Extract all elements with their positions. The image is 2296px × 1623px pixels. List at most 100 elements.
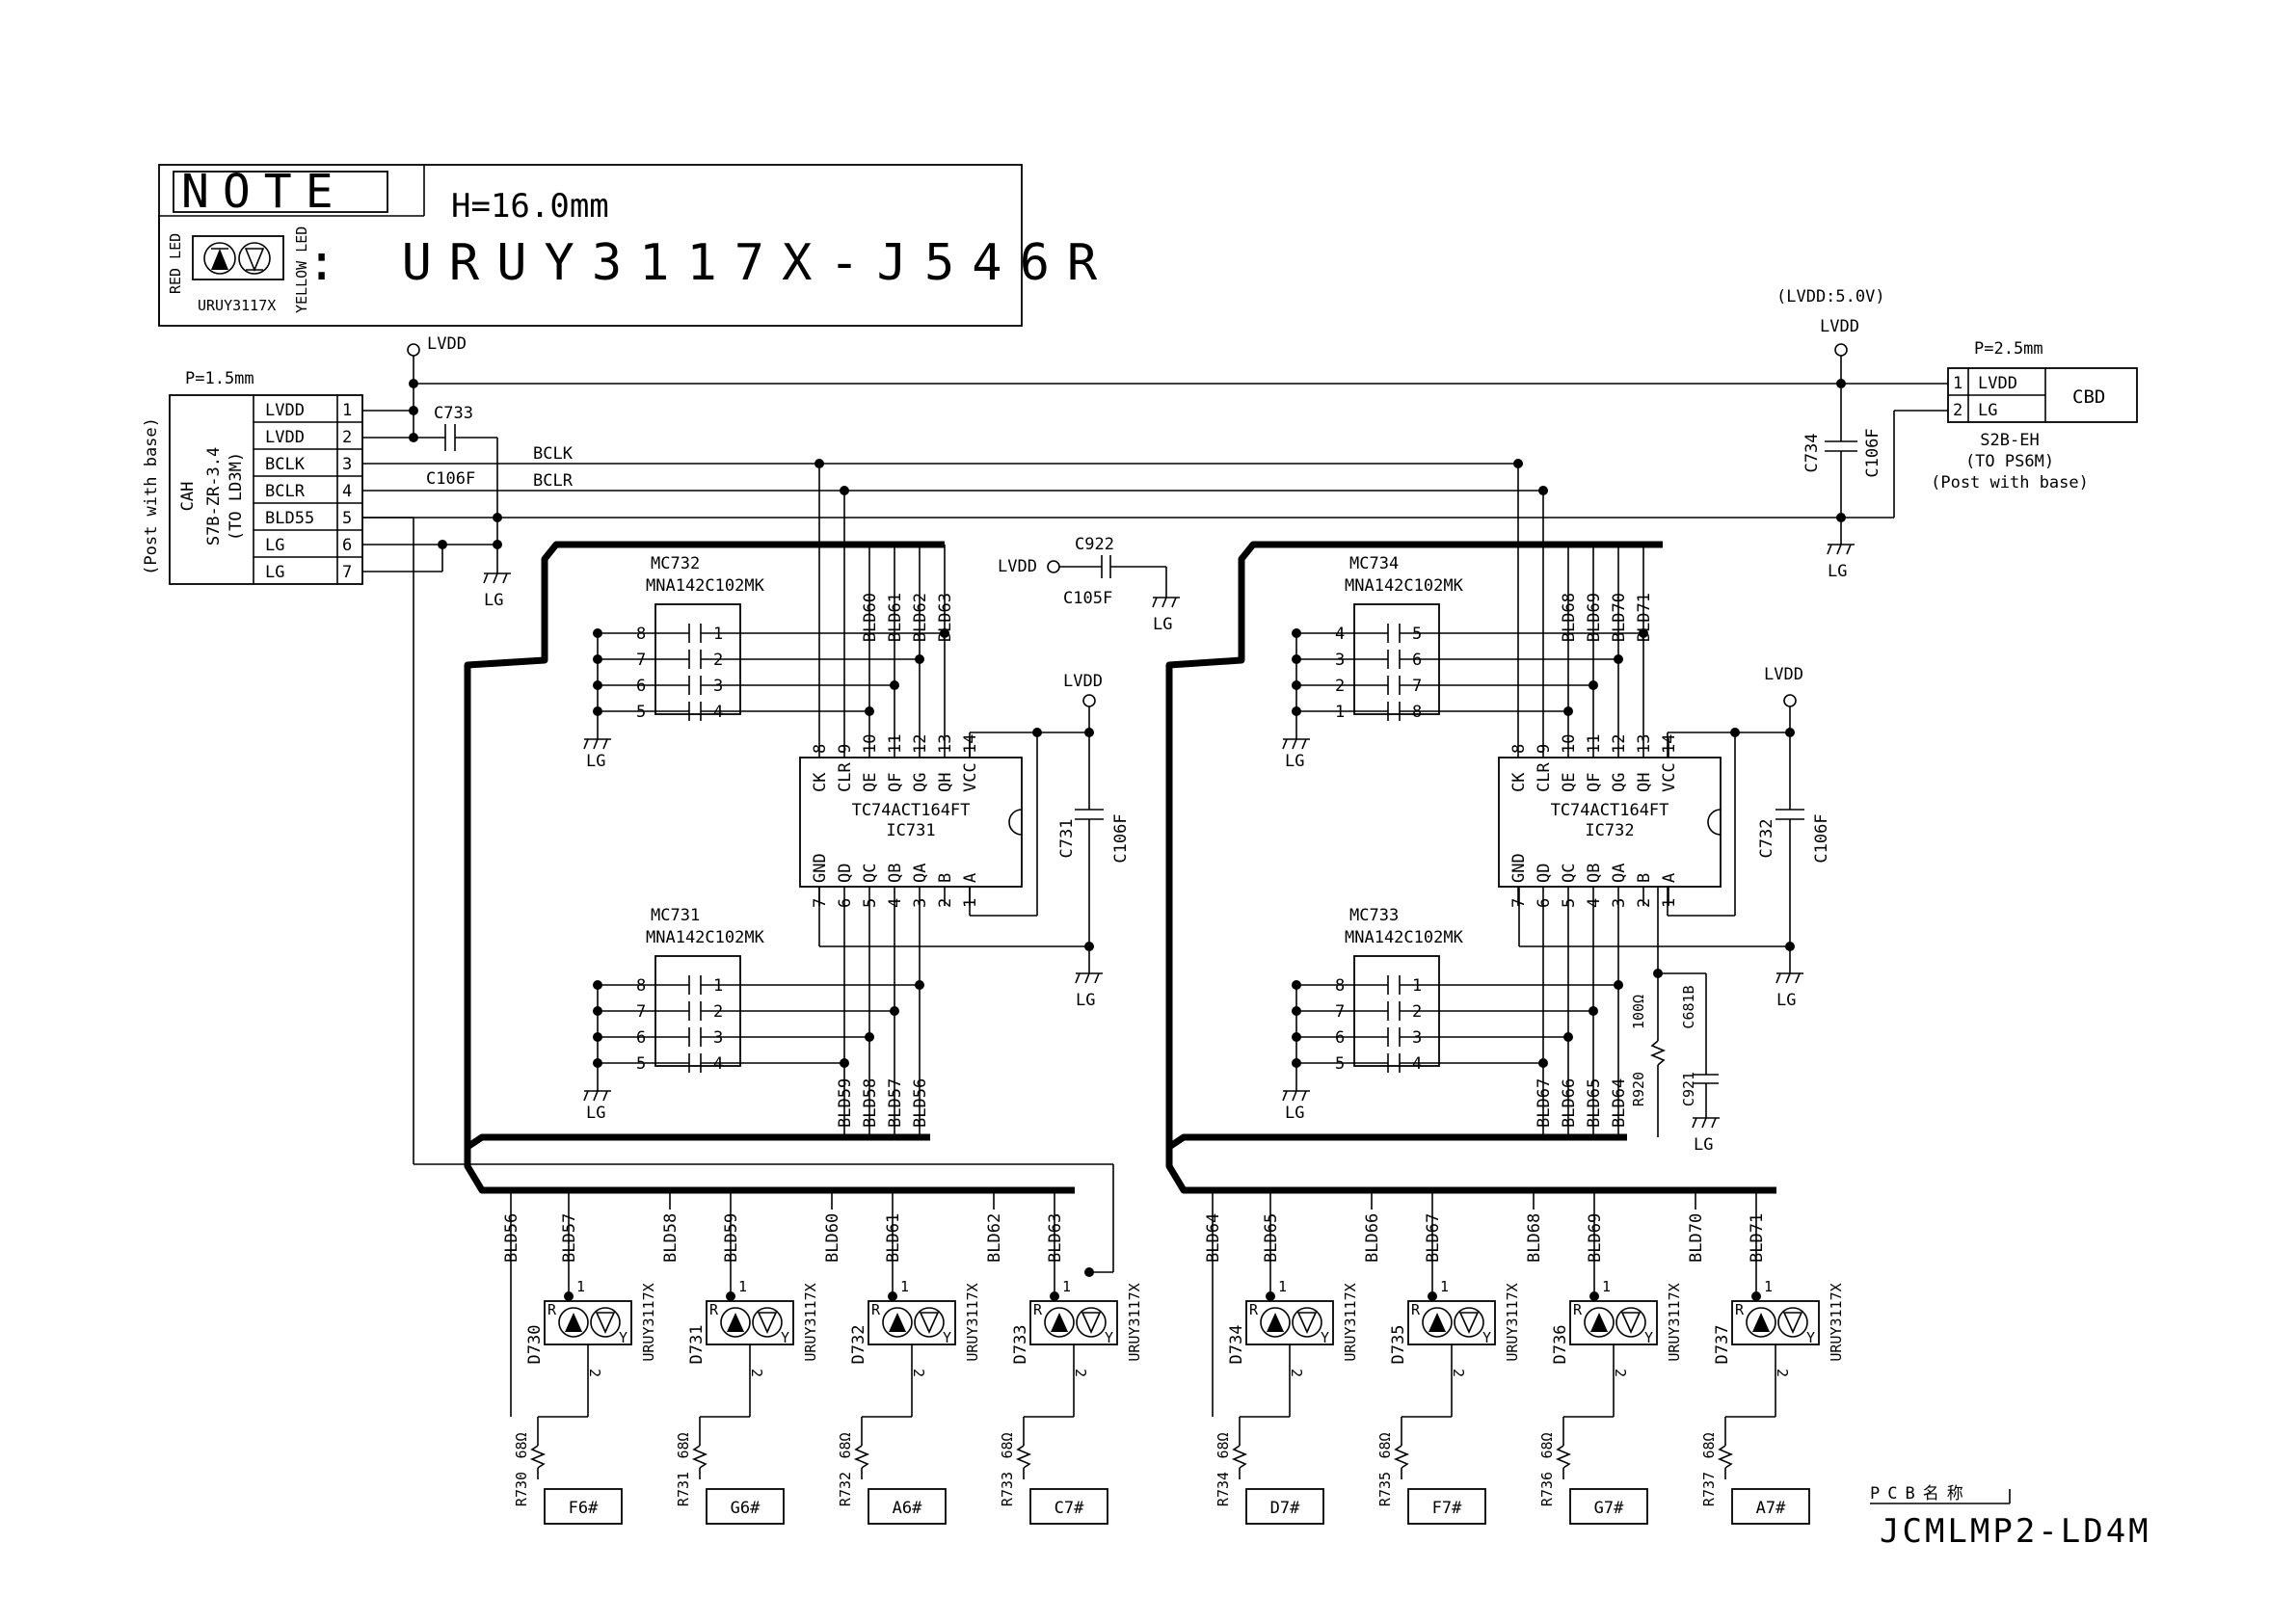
- led-2-pin2: 2: [910, 1369, 927, 1377]
- ic732-name: IC732: [1585, 821, 1634, 840]
- ic731-bottom-pin-7: 7: [811, 898, 830, 908]
- cah-pitch: P=1.5mm: [185, 369, 254, 388]
- cbd-pin2-num: 2: [1953, 401, 1962, 420]
- ic732-top-label-5: QH: [1635, 773, 1654, 792]
- led-0-note: F6#: [569, 1499, 599, 1518]
- ic731-bottom-label-4: QA: [911, 864, 930, 883]
- ic731-top-pin-9: 9: [836, 744, 855, 754]
- array-3-left-pin-2: 6: [1335, 1028, 1345, 1048]
- array-0-left-pin-2: 6: [636, 677, 646, 696]
- cah-pin-label-7: LG: [265, 563, 284, 582]
- led-2-net-b: BLD61: [884, 1213, 903, 1263]
- led-5-resistor: R735: [1376, 1472, 1394, 1506]
- ic731-top-pin-12: 12: [911, 734, 930, 754]
- ic732-top-net-3: BLD71: [1635, 593, 1654, 642]
- ic732-part: TC74ACT164FT: [1551, 801, 1669, 820]
- ic-layer: 8CK9CLR10QE11QF12QG13QH14VCCGND7QD6QC5QB…: [799, 459, 1722, 1137]
- cah-pin-num-2: 2: [342, 428, 352, 447]
- ic731-bottom-label-1: QD: [836, 864, 855, 883]
- led-0-net-a: BLD56: [502, 1213, 521, 1263]
- led-1-note: G6#: [731, 1499, 761, 1518]
- cbd-pin2-label: LG: [1978, 401, 1997, 420]
- lvdd-label-c922: LVDD: [998, 557, 1037, 576]
- ic732-bottom-label-2: QC: [1560, 864, 1579, 883]
- array-1-ground: [583, 1090, 611, 1102]
- cah-target: (TO LD3M): [227, 452, 246, 541]
- pcb-label: PCB名称: [1870, 1484, 1971, 1503]
- array-3-left-pin-3: 5: [1335, 1054, 1345, 1074]
- lvdd-label-right: LVDD: [1820, 317, 1859, 336]
- led-6-y: Y: [1644, 1329, 1653, 1346]
- note-red-led: RED LED: [167, 233, 184, 294]
- ic731-bottom-net-1: BLD58: [861, 1078, 880, 1128]
- led-7-note: A7#: [1756, 1499, 1786, 1518]
- array-2-right-pin-2: 7: [1412, 677, 1422, 696]
- bus-right: [1165, 541, 1776, 1194]
- led-5-net-c: BLD68: [1525, 1213, 1544, 1263]
- array-name-1: MC731: [651, 906, 700, 925]
- led-3-y: Y: [1105, 1329, 1113, 1346]
- led-4-r: R: [1249, 1301, 1259, 1318]
- lg-label-top-right: LG: [1828, 562, 1847, 581]
- array-2-right-pin-3: 8: [1412, 703, 1422, 722]
- ic732-top-pin-14: 14: [1660, 734, 1679, 754]
- ic-ic732: 8CK9CLR10QE11QF12QG13QH14VCCGND7QD6QC5QB…: [1498, 459, 1722, 1137]
- ic732-top-pin-12: 12: [1610, 734, 1629, 754]
- array-0-right-pin-3: 4: [713, 703, 723, 722]
- ic731-part: TC74ACT164FT: [852, 801, 971, 820]
- note-box-1: G6#: [706, 1488, 785, 1525]
- led-4-pin2: 2: [1288, 1369, 1305, 1377]
- led-1-diode: D731: [687, 1325, 707, 1365]
- array-0-left-pin-1: 7: [636, 651, 646, 670]
- ic732-top-net-1: BLD69: [1585, 593, 1604, 642]
- ic732-bottom-pin-3: 3: [1610, 898, 1629, 908]
- ic732-top-pin-8: 8: [1509, 744, 1529, 754]
- note-box-4: D7#: [1245, 1488, 1324, 1525]
- led-5-y: Y: [1482, 1329, 1491, 1346]
- array-2-ground: [1282, 738, 1310, 750]
- array-0-right-pin-0: 1: [713, 625, 723, 644]
- ic731-name: IC731: [886, 821, 935, 840]
- array-3-right-pin-3: 4: [1412, 1054, 1422, 1074]
- led-5-part: URUY3117X: [1504, 1283, 1521, 1361]
- ic732-bottom-label-0: GND: [1509, 853, 1529, 883]
- ic731-bottom-net-2: BLD57: [886, 1078, 905, 1128]
- led-0-r: R: [547, 1301, 557, 1318]
- ic732-top-label-0: CK: [1509, 772, 1529, 792]
- array-3-right-pin-0: 1: [1412, 976, 1422, 996]
- array-0-ground: [583, 738, 611, 750]
- lvdd-terminal-right: [1834, 343, 1848, 357]
- array-3-ground: [1282, 1090, 1310, 1102]
- array-1-lg: LG: [586, 1104, 605, 1123]
- note-box-5: F7#: [1407, 1488, 1486, 1525]
- ic731-top-label-3: QF: [886, 773, 905, 792]
- array-1-right-pin-2: 3: [713, 1028, 723, 1048]
- note-yellow-led: YELLOW LED: [293, 226, 310, 313]
- cah-pin-num-4: 4: [342, 482, 352, 501]
- led-2-diode: D732: [849, 1325, 868, 1365]
- led-4-y: Y: [1321, 1329, 1329, 1346]
- array-1-right-pin-3: 4: [713, 1054, 723, 1074]
- led-1-net-b: BLD59: [722, 1213, 741, 1263]
- ic731-bottom-pin-5: 5: [861, 898, 880, 908]
- array-3-left-pin-1: 7: [1335, 1002, 1345, 1022]
- ic731-bottom-label-2: QC: [861, 864, 880, 883]
- ic731-bottom-pin-6: 6: [836, 898, 855, 908]
- array-1-left-pin-0: 8: [636, 976, 646, 996]
- ground-symbol-top-left: [483, 572, 511, 584]
- led-1-resistor: R731: [675, 1472, 692, 1506]
- ground-symbol-ic732: [1775, 972, 1803, 984]
- led-0-resistor: R730: [513, 1472, 530, 1506]
- ic732-top-pin-11: 11: [1585, 734, 1604, 754]
- ic731-top-pin-8: 8: [811, 744, 830, 754]
- ic732-bottom-net-1: BLD66: [1560, 1078, 1579, 1128]
- ic731-bottom-pin-2: 2: [936, 898, 955, 908]
- ic731-top-pin-11: 11: [886, 734, 905, 754]
- ic731-top-label-0: CK: [811, 772, 830, 792]
- cah-pin-label-2: LVDD: [265, 428, 305, 447]
